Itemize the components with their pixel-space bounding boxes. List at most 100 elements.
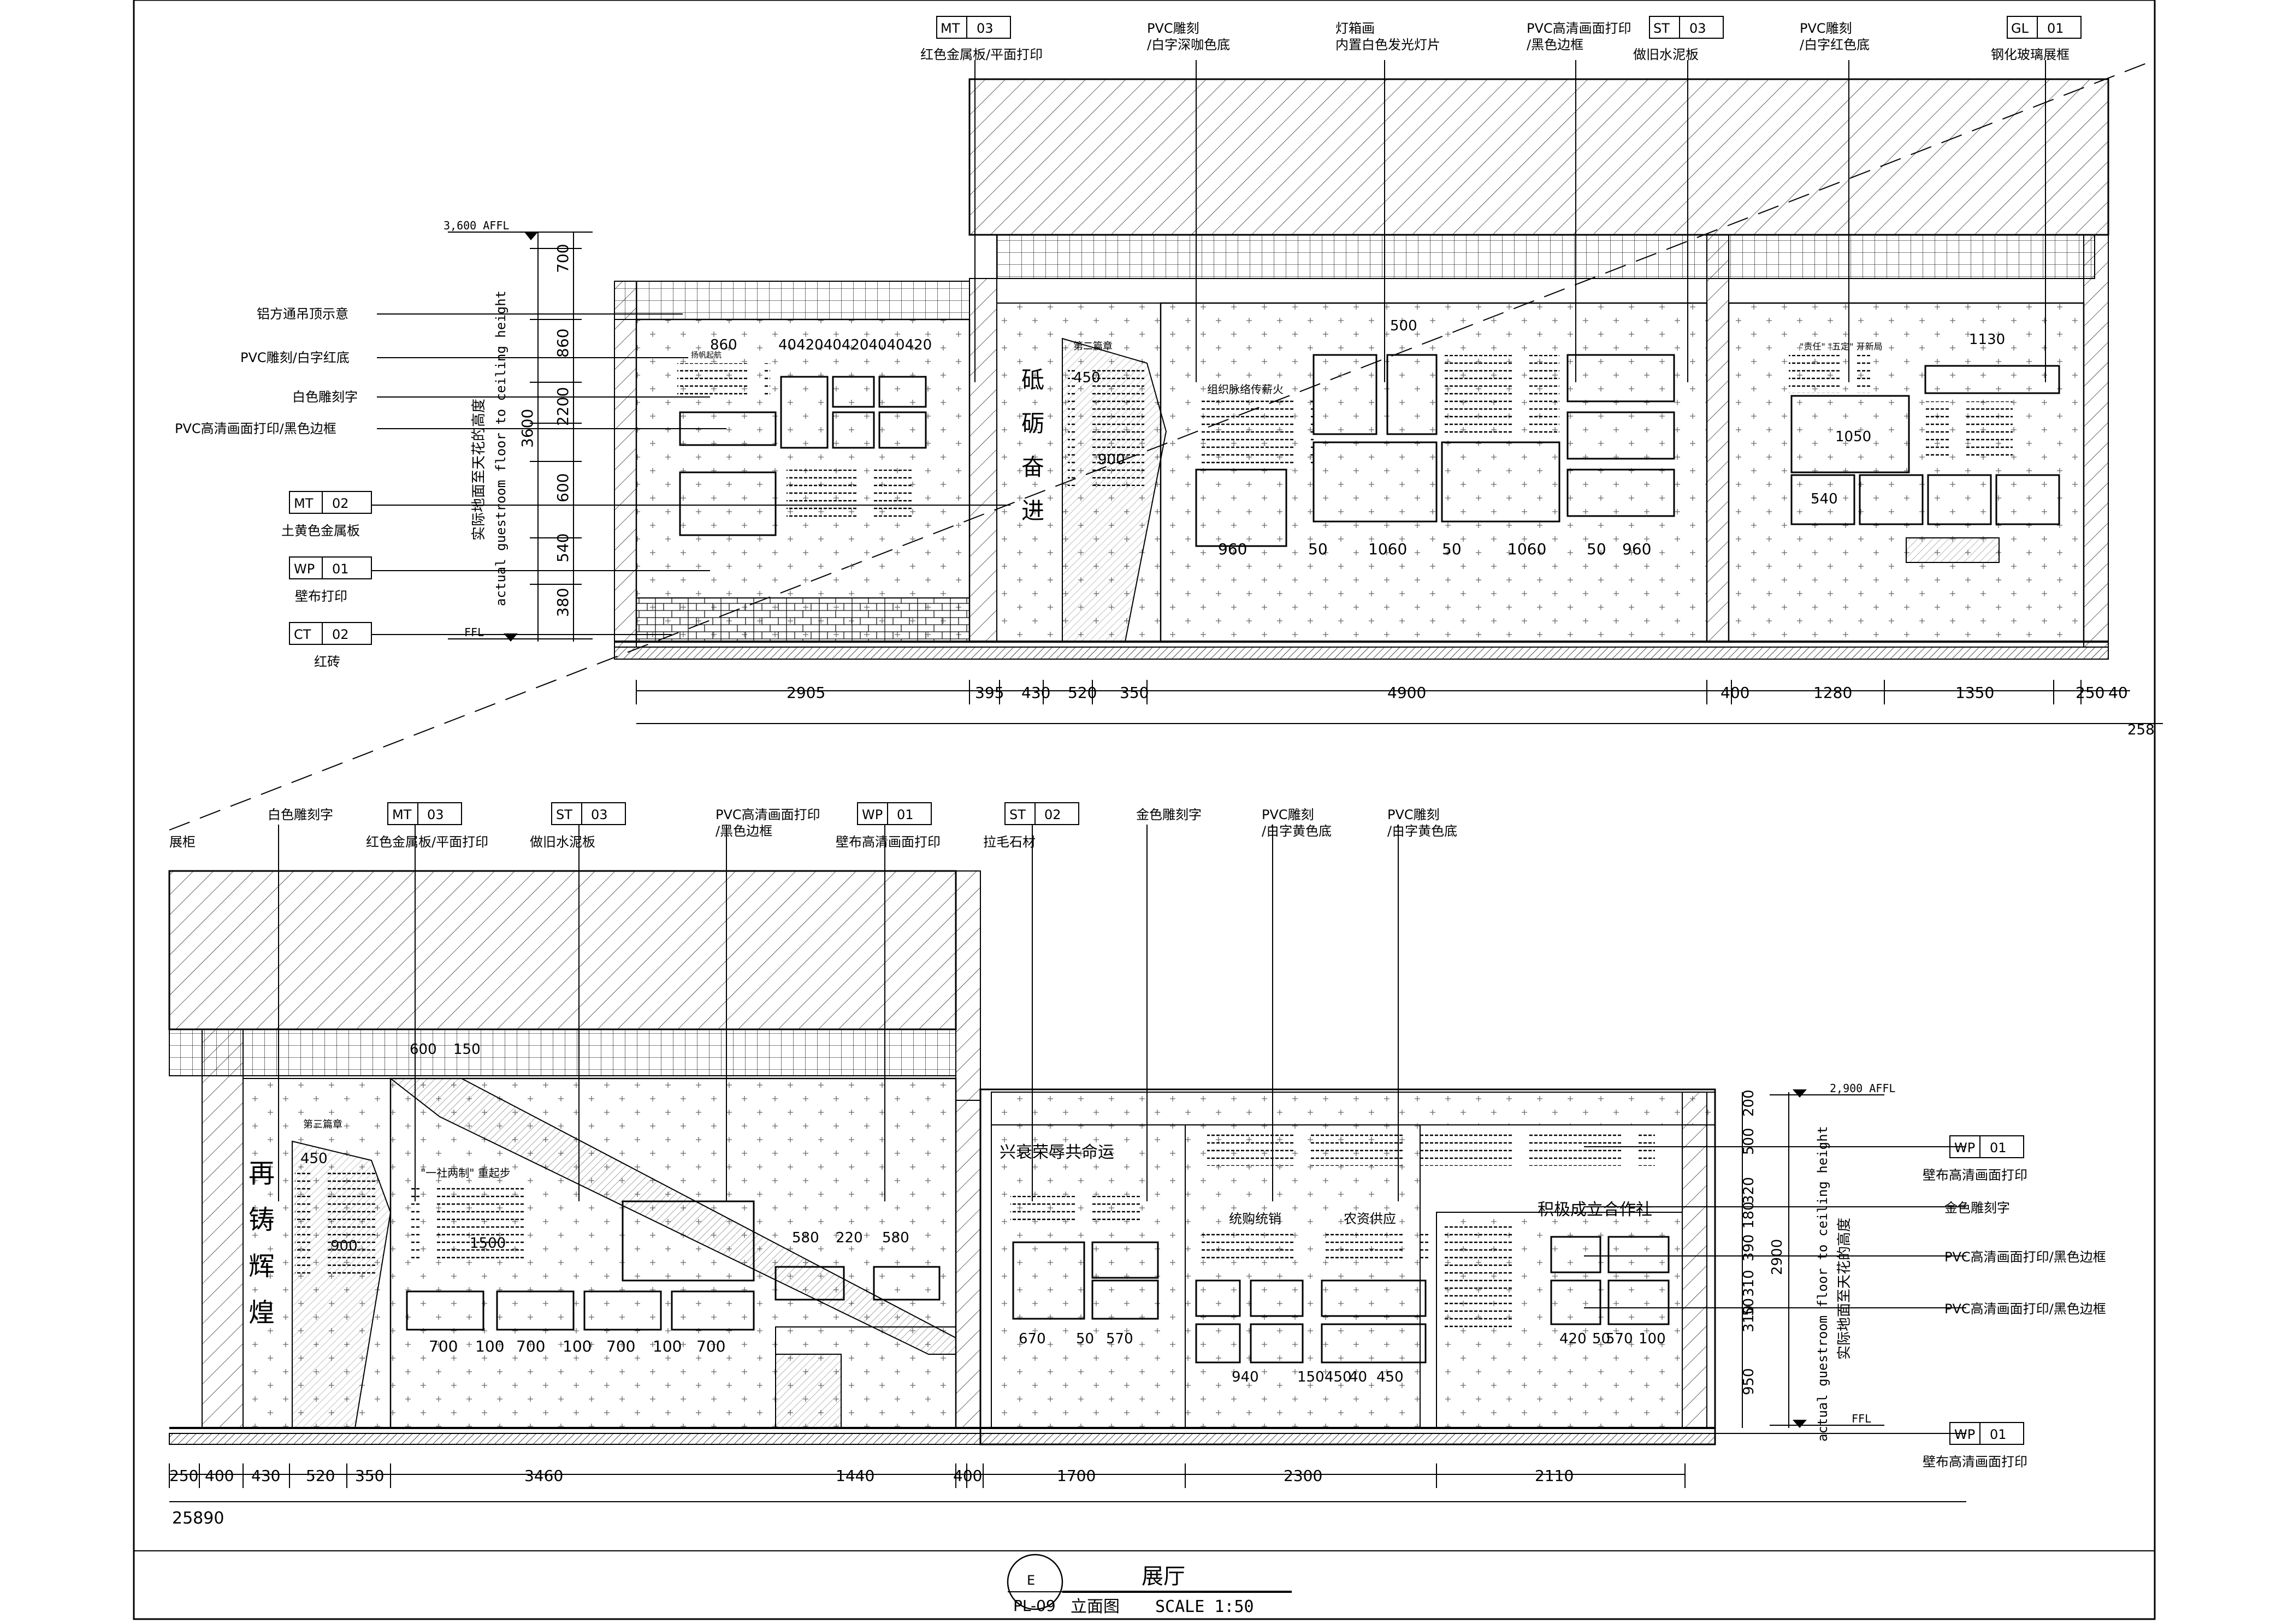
photo-frame — [1566, 411, 1675, 460]
cut-label: 展柜 — [169, 834, 196, 850]
height-note-en: actual guestroom floor to ceiling height — [1815, 1126, 1830, 1442]
photo-frame — [1312, 441, 1438, 523]
callout-text: /白字深咖色底 — [1147, 37, 1230, 52]
dim-label: 670 — [1019, 1331, 1046, 1347]
text-block — [1199, 1231, 1303, 1264]
photo-frame — [1195, 1323, 1241, 1364]
photo-frame — [1091, 1279, 1159, 1320]
level-top-label: 3,600 AFFL — [444, 219, 509, 232]
column-mid — [1706, 234, 1729, 642]
drawing-title: 展厅 — [1142, 1564, 1185, 1589]
tag-num: 01 — [1990, 1427, 2007, 1442]
dim-label: 40 — [2108, 684, 2128, 702]
text-block — [1925, 401, 2013, 461]
level-triangle — [1793, 1420, 1807, 1428]
tag-code: WP — [1954, 1140, 1975, 1155]
dim-label: 400 — [1720, 684, 1749, 702]
dim-label: 350 — [355, 1467, 384, 1485]
tag-box — [1679, 16, 1724, 39]
callout-text: 壁布高清画面打印 — [1923, 1454, 2027, 1469]
dim-label: 3460 — [524, 1467, 563, 1485]
tag-num: 01 — [332, 561, 349, 577]
tag-code: GL — [2011, 21, 2029, 36]
tag-box — [417, 802, 462, 825]
callout-text: PVC雕刻 — [1387, 807, 1440, 822]
callout-ceiling: 铝方通吊顶示意 — [257, 306, 348, 322]
wall-panel-b — [1160, 302, 1708, 643]
panel-c1-title: 统购统销 — [1229, 1211, 1281, 1226]
callout-text: PVC雕刻 — [1147, 21, 1199, 36]
tag-num: 01 — [2047, 21, 2064, 36]
ceiling-slab-lower — [168, 870, 957, 1030]
callout-text: /黑色边框 — [716, 823, 772, 839]
bottom-elevation: 第三篇章 再 铸 辉 煌 "一社两制" 重起步 兴衰荣辱共命运 统购统销 农资供… — [168, 802, 2106, 1528]
dim-label: 50 — [1741, 1298, 1757, 1316]
dim-label: 100 — [653, 1337, 682, 1355]
dim-label: 580 — [792, 1230, 819, 1246]
callout-text: /白字黄色底 — [1262, 823, 1332, 839]
chapter-label: 第三篇章 — [303, 1119, 342, 1130]
section-bubble — [1007, 1554, 1063, 1610]
text-block — [1207, 1133, 1655, 1166]
dim-label: 390 — [1741, 1234, 1757, 1261]
slab-edge — [955, 870, 981, 1101]
tag-code: MT — [392, 807, 412, 822]
view-name: 立面图 — [1071, 1597, 1120, 1616]
text-block — [1445, 355, 1559, 437]
tag-desc: 壁布打印 — [295, 589, 347, 604]
level-top-label: 2,900 AFFL — [1830, 1082, 1895, 1095]
tag-box — [322, 491, 372, 514]
dim-label: 950 — [1741, 1368, 1757, 1395]
dim-label: 50 — [1076, 1331, 1094, 1347]
tag-box — [2037, 16, 2082, 39]
dim-label: 2110 — [1535, 1467, 1574, 1485]
tag-box — [887, 802, 932, 825]
callout-text: /白字黄色底 — [1387, 823, 1457, 839]
dim-label: 450 — [300, 1151, 328, 1167]
photo-frame — [1321, 1323, 1427, 1364]
photo-frame — [780, 376, 829, 449]
dim-label: 900 — [1098, 452, 1125, 468]
stone-base — [775, 1354, 842, 1429]
dim-label: 40 — [1349, 1369, 1367, 1385]
dim-label: 50 — [1592, 1331, 1610, 1347]
ceiling-grid-lower — [169, 1029, 956, 1076]
floor-slab — [614, 647, 2109, 660]
level-bottom-label: FFL — [464, 626, 484, 639]
level-triangle — [504, 633, 518, 642]
brick-base — [636, 597, 970, 642]
panel-b-title: 兴衰荣辱共命运 — [1000, 1143, 1114, 1162]
ceiling-slab-upper — [968, 78, 2109, 236]
text-block — [1445, 1223, 1527, 1332]
dim-label: 150 — [1297, 1369, 1325, 1385]
dim-label: 500 — [1741, 1128, 1757, 1155]
dim-label: 100 — [1639, 1331, 1666, 1347]
dim-label: 320 — [1741, 1177, 1757, 1204]
tag-code: ST — [1009, 807, 1026, 822]
tag-box — [966, 16, 1011, 39]
callout-text: 灯箱画 — [1335, 21, 1375, 36]
text-block — [1789, 355, 1871, 393]
tag-box — [1979, 1422, 2024, 1445]
ceiling-strip — [991, 1092, 1716, 1125]
dim-label: 380 — [554, 588, 572, 617]
post-right — [1682, 1092, 1707, 1429]
photo-frame — [1195, 1279, 1241, 1317]
callout-text: 红色金属板/平面打印 — [920, 47, 1043, 62]
dim-label: 960 — [1622, 540, 1651, 558]
height-note-cn: 实际地面至天花的高度 — [471, 399, 487, 541]
photo-frame — [1790, 395, 1910, 473]
slab-right-post — [2083, 234, 2109, 648]
dim-label: 180 — [1741, 1201, 1757, 1229]
chapter-label: 第二篇章 — [1073, 341, 1113, 352]
photo-frame — [671, 1290, 755, 1331]
dim-label: 400 — [953, 1467, 982, 1485]
dim-label: 450 — [1325, 1369, 1352, 1385]
panel-a-title: "一社两制" 重起步 — [421, 1166, 511, 1180]
slab-left — [614, 281, 637, 648]
tag-desc: 土黄色金属板 — [281, 523, 360, 538]
